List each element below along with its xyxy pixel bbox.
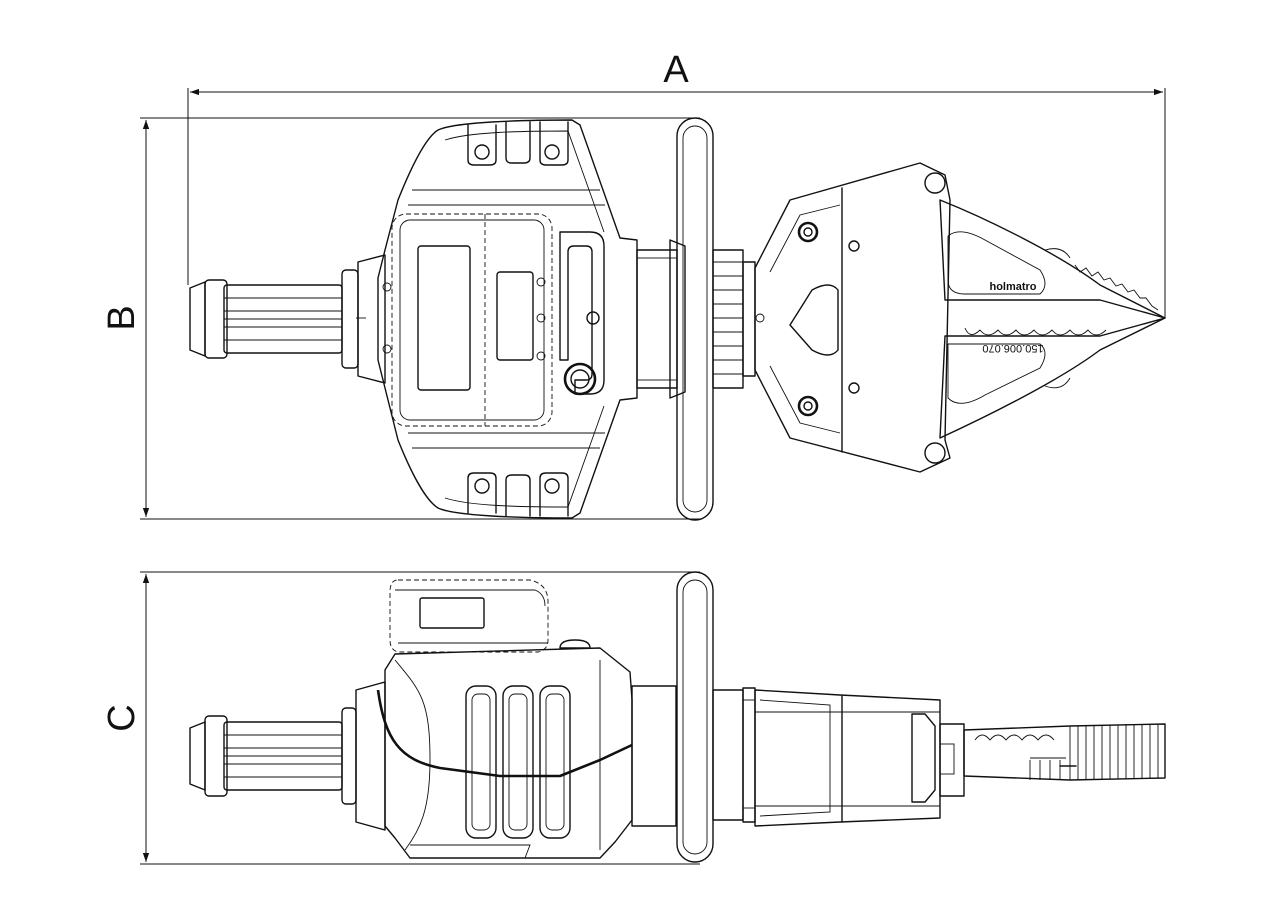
- rear-connector-top: [189, 254, 386, 384]
- side-view: [189, 571, 1166, 863]
- main-body-side: [376, 647, 633, 859]
- rear-connector-side: [189, 681, 386, 831]
- dimension-b: B: [101, 117, 700, 520]
- dimension-c: C: [101, 571, 700, 865]
- carry-handle-top: [636, 117, 756, 521]
- display-housing-side: [389, 579, 591, 653]
- spreader-head-side: [754, 689, 1166, 827]
- spreader-head-top: holmatro 150.006.070: [754, 162, 1166, 473]
- part-number-marking: 150.006.070: [982, 342, 1043, 354]
- dimension-a: A: [187, 49, 1166, 318]
- dimension-a-label: A: [663, 49, 689, 91]
- top-view: holmatro 150.006.070: [189, 117, 1166, 521]
- brand-marking: holmatro: [989, 281, 1036, 293]
- carry-handle-side: [631, 571, 756, 863]
- main-body-top: [377, 119, 638, 519]
- dimension-c-label: C: [101, 704, 143, 731]
- dimension-b-label: B: [101, 305, 143, 330]
